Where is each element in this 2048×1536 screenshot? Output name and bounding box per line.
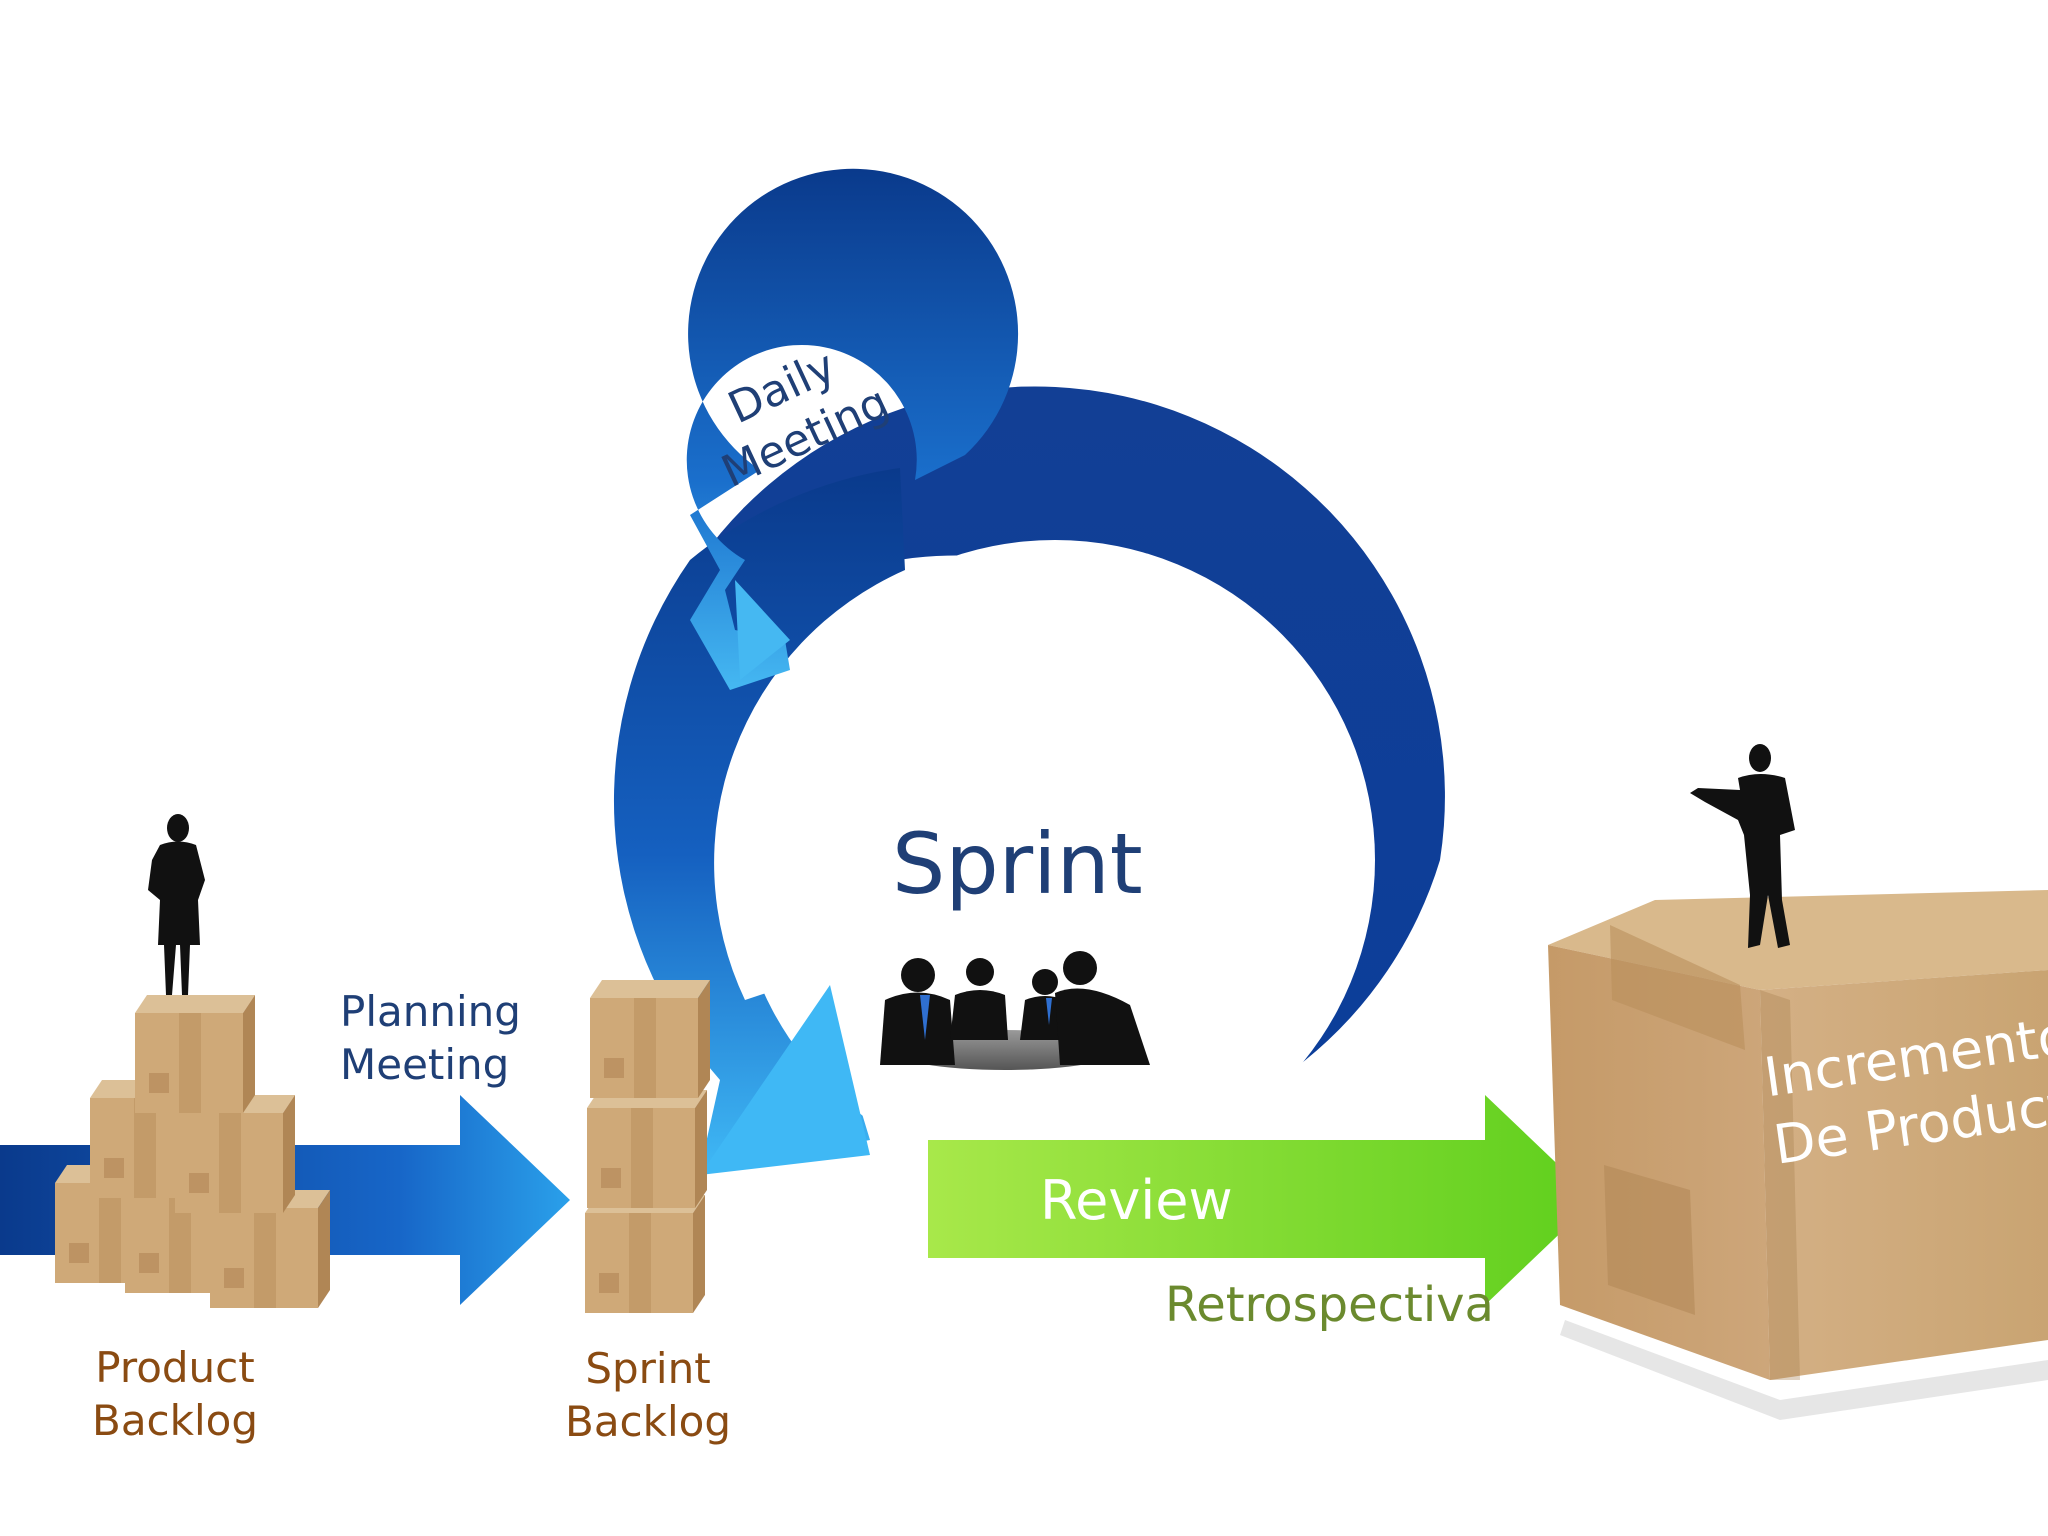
product-backlog-line-2: Backlog <box>92 1395 258 1445</box>
review-arrow <box>928 1095 1595 1305</box>
daily-meeting-arrowhead <box>735 580 790 680</box>
increment-box <box>1548 890 2048 1420</box>
review-label: Review <box>1040 1167 1233 1235</box>
review-text: Review <box>1040 1169 1233 1232</box>
sprint-arrowhead <box>700 985 870 1175</box>
woman-silhouette-icon <box>148 814 205 995</box>
product-backlog-line-1: Product <box>95 1343 255 1392</box>
sprint-backlog-line-1: Sprint <box>585 1344 711 1393</box>
planning-meeting-line-2: Meeting <box>340 1039 510 1089</box>
planning-meeting-line-1: Planning <box>340 987 521 1036</box>
sprint-loop-arrow <box>700 386 1445 1150</box>
product-backlog-boxes <box>55 995 330 1308</box>
man-presenter-silhouette-icon <box>1690 744 1795 948</box>
sprint-backlog-line-2: Backlog <box>565 1396 731 1446</box>
sprint-backlog-label: Sprint Backlog <box>565 1343 731 1448</box>
team-meeting-icon <box>880 951 1150 1070</box>
planning-meeting-label: Planning Meeting <box>340 986 521 1091</box>
retrospectiva-label: Retrospectiva <box>1165 1275 1494 1335</box>
retrospectiva-text: Retrospectiva <box>1165 1277 1494 1333</box>
sprint-backlog-boxes <box>585 980 710 1313</box>
daily-meeting-loop <box>686 168 1019 690</box>
product-backlog-label: Product Backlog <box>92 1342 258 1447</box>
sprint-label: Sprint <box>892 812 1143 917</box>
sprint-title: Sprint <box>892 815 1143 913</box>
